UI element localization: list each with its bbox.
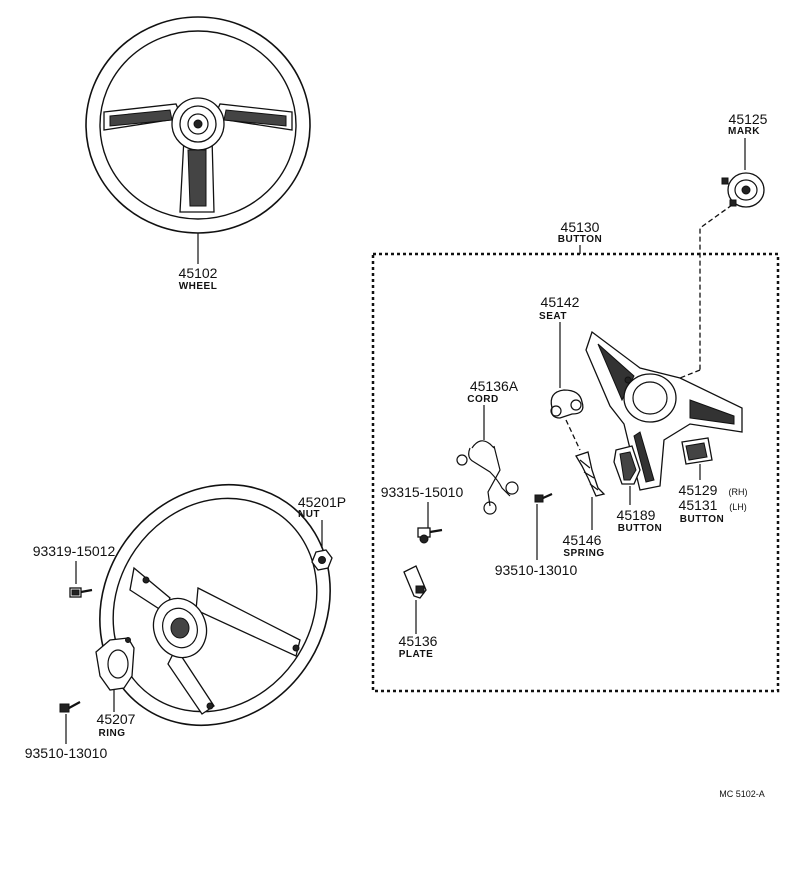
ring-part: [95, 637, 135, 691]
part-number-45131: 45131: [679, 497, 718, 513]
steering-wheel-bottom: [99, 483, 331, 727]
button-assembly-boundary: [371, 252, 780, 693]
suffix-lh: (LH): [729, 502, 747, 512]
button-45189-part: [613, 445, 641, 485]
part-number-45102: 45102: [179, 265, 218, 281]
part-name-button-45189: BUTTON: [618, 523, 662, 534]
nut-part: [311, 549, 333, 571]
part-name-seat: SEAT: [539, 311, 567, 322]
mark-emblem: [721, 172, 765, 208]
spring-part: [575, 451, 606, 497]
part-name-button-assy: BUTTON: [558, 234, 602, 245]
screw-a-part: [417, 527, 443, 544]
suffix-rh: (RH): [729, 487, 748, 497]
part-name-ring: RING: [99, 728, 126, 739]
part-name-button-lh: BUTTON: [680, 514, 724, 525]
part-number-45201p: 45201P: [298, 494, 346, 510]
part-number-93315-15010: 93315-15010: [381, 484, 464, 500]
seat-part: [550, 389, 584, 419]
part-number-45142: 45142: [541, 294, 580, 310]
part-name-mark: MARK: [728, 126, 760, 137]
screw-c-part: [59, 701, 81, 713]
part-number-45125: 45125: [729, 111, 768, 127]
part-number-45207: 45207: [97, 711, 136, 727]
bolt-part: [69, 587, 93, 598]
cord-part: [456, 440, 519, 515]
part-name-cord: CORD: [467, 394, 498, 405]
steering-wheel-top: [85, 16, 311, 264]
screw-b-part: [534, 492, 553, 503]
button-45129-part: [681, 437, 713, 465]
part-name-nut: NUT: [298, 509, 320, 520]
part-number-93510-13010-c: 93510-13010: [25, 745, 108, 761]
drawing-code: MC 5102-A: [719, 789, 765, 799]
part-number-45129: 45129: [679, 482, 718, 498]
part-number-45136: 45136: [399, 633, 438, 649]
horn-pad: [585, 330, 743, 491]
part-number-45136a: 45136A: [470, 378, 519, 394]
part-number-45130: 45130: [561, 219, 600, 235]
part-number-45189: 45189: [617, 507, 656, 523]
plate-part: [403, 565, 427, 599]
part-name-wheel: WHEEL: [179, 281, 218, 292]
part-number-45146: 45146: [563, 532, 602, 548]
part-name-plate: PLATE: [399, 649, 434, 660]
part-number-93510-13010-b: 93510-13010: [495, 562, 578, 578]
part-name-spring: SPRING: [563, 548, 604, 559]
part-number-93319-15012: 93319-15012: [33, 543, 116, 559]
